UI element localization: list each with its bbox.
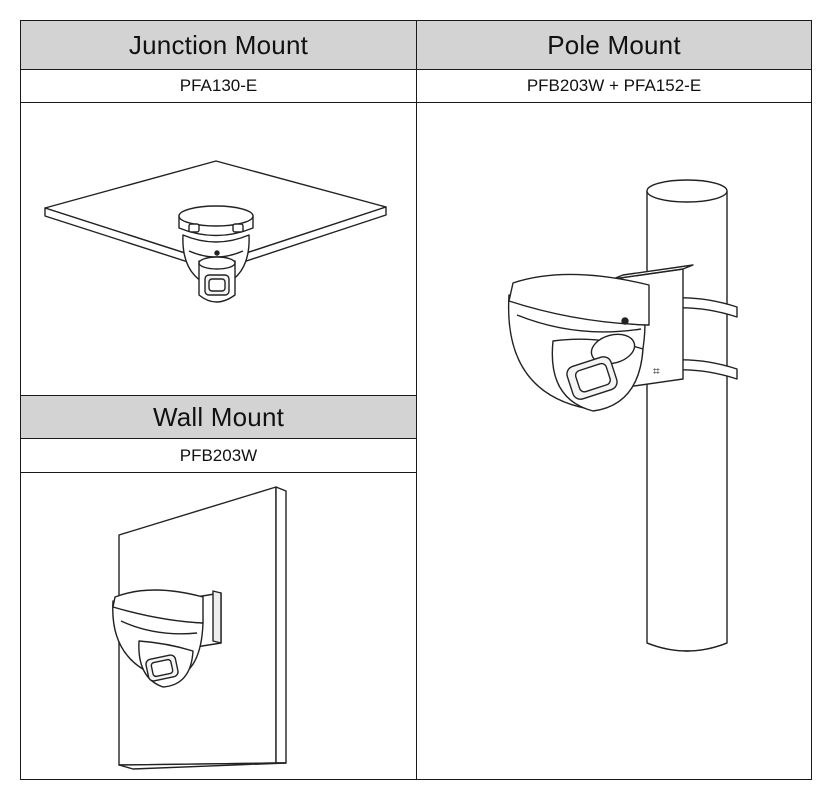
wall-mount-title-text: Wall Mount — [152, 401, 285, 432]
junction-mount-title: Junction Mount — [20, 20, 417, 70]
wall-mount-model: PFB203W — [20, 438, 417, 473]
wall-camera-drawing — [21, 473, 416, 779]
wall-mount-model-text: PFB203W — [179, 445, 258, 465]
wall-mount-illustration — [20, 472, 417, 780]
pole-mount-title-text: Pole Mount — [547, 29, 681, 60]
junction-mount-illustration — [20, 102, 417, 396]
ceiling-camera-drawing — [21, 103, 416, 395]
wall-mount-title: Wall Mount — [20, 395, 417, 439]
svg-text:⌗: ⌗ — [653, 364, 660, 378]
pole-mount-title: Pole Mount — [416, 20, 812, 70]
junction-mount-title-text: Junction Mount — [128, 29, 309, 60]
pole-camera-drawing: ⌗ ⌗ — [417, 103, 811, 779]
mount-options-table: Junction Mount Pole Mount PFA130-E PFB20… — [20, 20, 812, 780]
pole-mount-model: PFB203W + PFA152-E — [416, 69, 812, 103]
junction-mount-model-text: PFA130-E — [179, 76, 258, 95]
pole-mount-illustration: ⌗ ⌗ — [416, 102, 812, 780]
pole — [647, 191, 727, 651]
pole-mount-model-text: PFB203W + PFA152-E — [526, 76, 702, 95]
junction-mount-model: PFA130-E — [20, 69, 417, 103]
